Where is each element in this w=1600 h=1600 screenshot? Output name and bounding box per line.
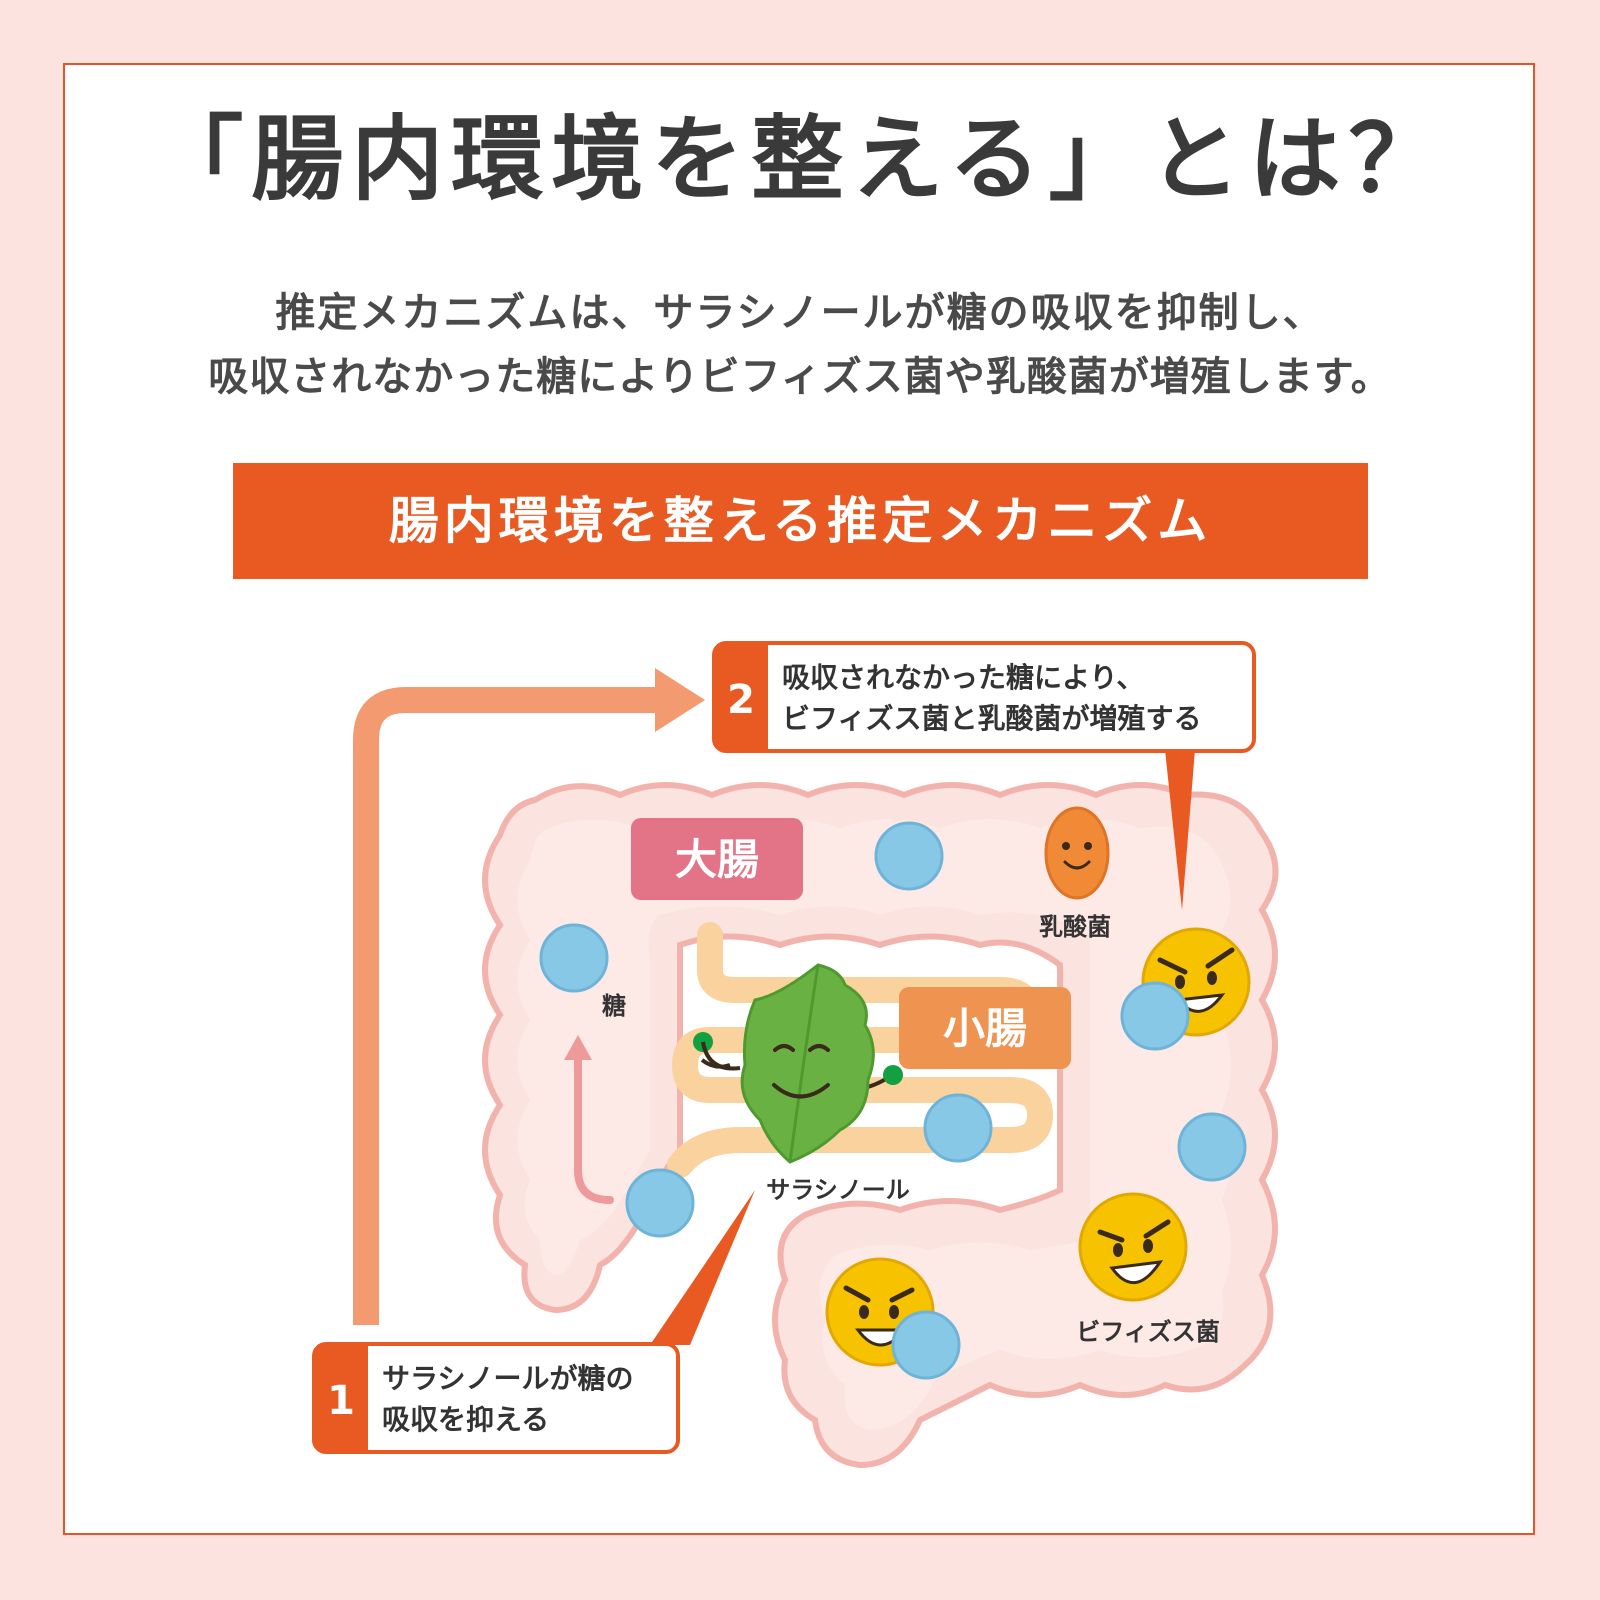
sugar-circle [625, 1168, 695, 1238]
mechanism-banner: 腸内環境を整える推定メカニズム [233, 463, 1368, 579]
salacinol-leaf-character [693, 963, 903, 1164]
sugar-circle [539, 923, 609, 993]
process-arrow [353, 668, 705, 1325]
sugar-label: 糖 [602, 992, 626, 1020]
lactic-acid-bacterium [1044, 806, 1110, 900]
step-2-number: 2 [727, 677, 755, 723]
sugar-circle [1120, 981, 1190, 1051]
large-intestine [482, 782, 1279, 1469]
salacinol-label: サラシノール [766, 1176, 910, 1204]
step-2-callout: 2 吸収されなかった糖により、 ビフィズス菌と乳酸菌が増殖する [712, 641, 1256, 910]
step-1-line-1: サラシノールが糖の [382, 1362, 633, 1395]
large-intestine-label: 大腸 [675, 835, 759, 884]
bifidobacteria-label: ビフィズス菌 [1076, 1318, 1220, 1346]
sugar-circle [874, 821, 944, 891]
sugar-circle [891, 1310, 961, 1380]
sugar-circle [1177, 1112, 1247, 1182]
sugar-molecules [539, 821, 1247, 1238]
description-line-2: 吸収されなかった糖によりビフィズス菌や乳酸菌が増殖します。 [208, 354, 1392, 400]
small-intestine-tag: 小腸 [899, 987, 1071, 1069]
large-intestine-tag: 大腸 [631, 818, 803, 900]
page-title: 「腸内環境を整える」とは？ [151, 106, 1449, 213]
bifidobacterium [1078, 1192, 1188, 1302]
description-line-1: 推定メカニズムは、サラシノールが糖の吸収を抑制し、 [275, 290, 1325, 336]
step-1-line-2: 吸収を抑える [382, 1403, 549, 1436]
step-1-number: 1 [327, 1378, 355, 1424]
sugar-circle [923, 1093, 993, 1163]
step-2-line-2: ビフィズス菌と乳酸菌が増殖する [782, 702, 1201, 735]
small-intestine-label: 小腸 [943, 1004, 1027, 1053]
lactic-acid-bacteria-label: 乳酸菌 [1039, 913, 1111, 941]
step-2-line-1: 吸収されなかった糖により、 [782, 661, 1144, 694]
step-1-callout: 1 サラシノールが糖の 吸収を抑える [312, 1190, 755, 1454]
sugar-flow-arrow [564, 1035, 614, 1204]
